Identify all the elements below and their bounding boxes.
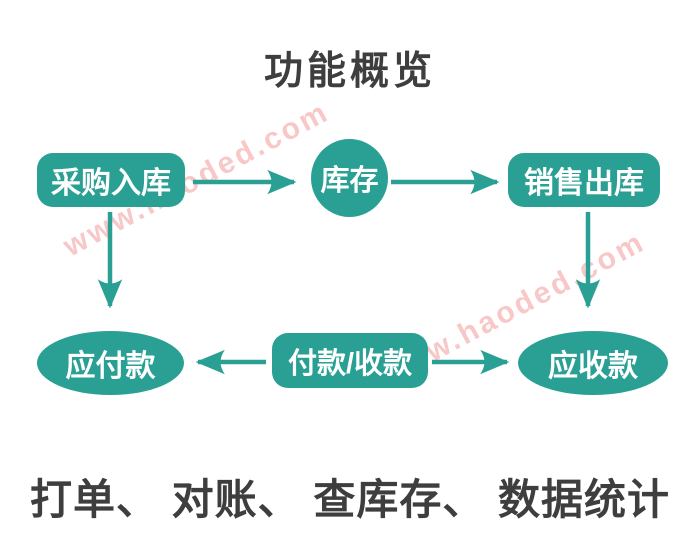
node-payment-receipt: 付款/收款 — [272, 333, 428, 388]
node-purchase-inbound: 采购入库 — [37, 153, 185, 207]
node-accounts-payable: 应付款 — [37, 331, 184, 395]
node-inventory: 库存 — [311, 139, 388, 217]
node-accounts-receivable: 应收款 — [518, 331, 668, 395]
feature-caption: 打单、 对账、 查库存、 数据统计 — [29, 476, 670, 523]
page-title: 功能概览 — [263, 50, 436, 93]
node-sales-outbound: 销售出库 — [508, 153, 660, 207]
